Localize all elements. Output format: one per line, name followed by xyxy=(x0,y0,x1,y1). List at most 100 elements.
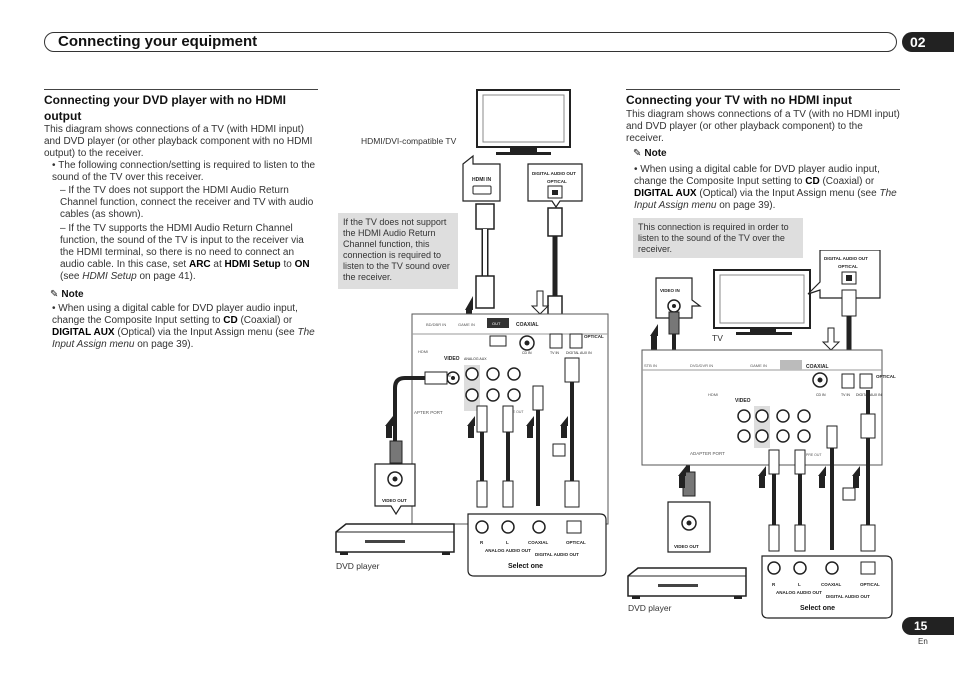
sub-item: – If the TV does not support the HDMI Au… xyxy=(60,185,314,220)
panel-optical-label: OPTICAL xyxy=(876,374,896,379)
dvd-audio-outputs-box: R L COAXIAL OPTICAL ANALOG AUDIO OUT DIG… xyxy=(467,513,607,577)
text-page: on page 41). xyxy=(139,271,196,282)
video-in-label: VIDEO IN xyxy=(660,288,680,293)
bullet-text: The following connection/setting is requ… xyxy=(52,160,316,183)
digital-audio-out-label-2: DIGITAL AUDIO OUT xyxy=(535,552,579,557)
section-heading-tv: Connecting your TV with no HDMI input xyxy=(626,93,852,107)
on-term: ON xyxy=(294,259,310,270)
cd-term: CD xyxy=(223,315,238,326)
panel-hdmi-label: HDMI xyxy=(708,392,718,397)
arrow-up-icon xyxy=(526,416,534,438)
section-heading-dvd: Connecting your DVD player with no HDMI … xyxy=(44,93,287,123)
arrow-up-icon xyxy=(852,466,860,488)
text-to: to xyxy=(283,259,292,270)
note-heading: ✎Note xyxy=(633,148,667,159)
panel-cd-in-label: CD IN xyxy=(522,351,532,355)
intro-tv: This diagram shows connections of a TV (… xyxy=(626,109,900,144)
dvd-label-1: DVD player xyxy=(336,561,380,571)
info-box-tv-audio: This connection is required in order to … xyxy=(633,218,803,258)
panel-digital-aux-label: DIGITAL AUX IN xyxy=(566,351,592,355)
panel-hdmi-label: HDMI xyxy=(418,349,428,354)
language-code: En xyxy=(918,637,928,646)
tv-label-1: HDMI/DVI-compatible TV xyxy=(361,136,457,146)
panel-in-label: IN xyxy=(447,374,451,378)
r-label: R xyxy=(480,540,484,545)
digital-aux-term: DIGITAL AUX xyxy=(634,188,697,199)
note-text: (Coaxial) or xyxy=(822,176,875,187)
section-rule-left xyxy=(44,89,318,90)
panel-coaxial-label: COAXIAL xyxy=(806,364,829,370)
arrow-up-icon xyxy=(758,466,766,488)
receiver-rear-panel: STB IN DVD/DVR IN GAME IN COAXIAL OPTICA… xyxy=(641,349,896,466)
optical-out-label: OPTICAL xyxy=(566,540,586,545)
arrow-up-icon xyxy=(818,466,826,488)
note-item: • When using a digital cable for DVD pla… xyxy=(52,303,315,350)
video-out-callout: VIDEO OUT xyxy=(667,501,711,553)
arrow-up-icon xyxy=(467,416,475,438)
video-out-label: VIDEO OUT xyxy=(382,498,407,503)
arrow-down-icon xyxy=(530,290,550,315)
video-out-callout: VIDEO OUT xyxy=(374,463,416,516)
header-bar xyxy=(44,32,897,52)
plug-icon xyxy=(552,443,566,457)
video-out-label: VIDEO OUT xyxy=(674,544,699,549)
panel-adapter-port-label: ADAPTER PORT xyxy=(690,451,725,456)
page-title: Connecting your equipment xyxy=(58,33,258,50)
optical-label: OPTICAL xyxy=(838,264,858,269)
pencil-icon: ✎ xyxy=(50,289,59,300)
note-text: When using a digital cable for DVD playe… xyxy=(634,164,880,187)
analog-audio-out-label: ANALOG AUDIO OUT xyxy=(485,548,531,553)
optical-cable xyxy=(547,207,563,327)
arrow-up-icon xyxy=(560,416,568,438)
l-label: L xyxy=(506,540,509,545)
page-reference: The Input Assign menu xyxy=(52,327,315,350)
dvd-player-icon xyxy=(627,567,747,599)
tv-label-2: TV xyxy=(712,333,723,343)
coaxial-label: COAXIAL xyxy=(821,582,842,587)
tv-icon xyxy=(713,269,811,335)
note-text: (Optical) via the Input Assign menu (see xyxy=(699,188,877,199)
coaxial-label: COAXIAL xyxy=(528,540,549,545)
connection-diagram-dvd-hdmi-tv: HDMI IN DIGITAL AUDIO OUT OPTICAL BD/DBR… xyxy=(335,89,609,577)
chapter-number: 02 xyxy=(902,32,954,52)
digital-audio-out-label-2: DIGITAL AUDIO OUT xyxy=(826,594,870,599)
dvd-audio-outputs-box: R L COAXIAL OPTICAL ANALOG AUDIO OUT DIG… xyxy=(761,555,893,619)
arrow-up-icon xyxy=(650,324,658,350)
panel-video-label: VIDEO xyxy=(444,356,460,362)
note-text: (Optical) via the Input Assign menu (see xyxy=(117,327,295,338)
optical-label: OPTICAL xyxy=(547,179,567,184)
note-text: on page 39). xyxy=(719,200,776,211)
panel-tv-in-label: TV IN xyxy=(841,393,850,397)
digital-audio-out-label: DIGITAL AUDIO OUT xyxy=(532,171,576,176)
note-text: When using a digital cable for DVD playe… xyxy=(52,303,298,326)
panel-tv-in-label: TV IN xyxy=(550,351,559,355)
panel-coaxial-label: COAXIAL xyxy=(516,322,539,328)
intro-dvd: This diagram shows connections of a TV (… xyxy=(44,124,313,159)
note-label: Note xyxy=(61,289,84,300)
analog-audio-out-label: ANALOG AUDIO OUT xyxy=(776,590,822,595)
arc-term: ARC xyxy=(188,259,211,270)
l-label: L xyxy=(798,582,801,587)
svg-text:GAME IN: GAME IN xyxy=(458,322,475,327)
connection-diagram-dvd-tv-no-hdmi: VIDEO IN DIGITAL AUDIO OUT OPTICAL STB I… xyxy=(627,250,896,619)
hdmi-cable xyxy=(475,203,495,309)
svg-text:STB IN: STB IN xyxy=(644,363,657,368)
dvd-player-icon xyxy=(335,523,455,555)
note-heading: ✎Note xyxy=(50,289,84,300)
sub-item-text: If the TV supports the HDMI Audio Return… xyxy=(60,223,304,270)
hdmi-setup-term: HDMI Setup xyxy=(224,259,281,270)
section-rule-right xyxy=(626,89,900,90)
text-see: (see xyxy=(60,271,80,282)
sub-item: – If the TV supports the HDMI Audio Retu… xyxy=(60,223,310,282)
arrow-down-icon xyxy=(821,327,841,351)
cd-term: CD xyxy=(805,176,820,187)
panel-video-label: VIDEO xyxy=(735,398,751,404)
note-text: (Coaxial) or xyxy=(240,315,293,326)
optical-out-label: OPTICAL xyxy=(860,582,880,587)
page-number: 15 xyxy=(902,617,954,635)
hdmi-in-callout: HDMI IN xyxy=(462,154,501,202)
video-in-callout: VIDEO IN xyxy=(655,277,702,319)
note-item: • When using a digital cable for DVD pla… xyxy=(634,164,897,211)
info-box-arc: If the TV does not support the HDMI Audi… xyxy=(338,213,458,289)
panel-pre-out-label: PRE OUT xyxy=(806,453,822,457)
